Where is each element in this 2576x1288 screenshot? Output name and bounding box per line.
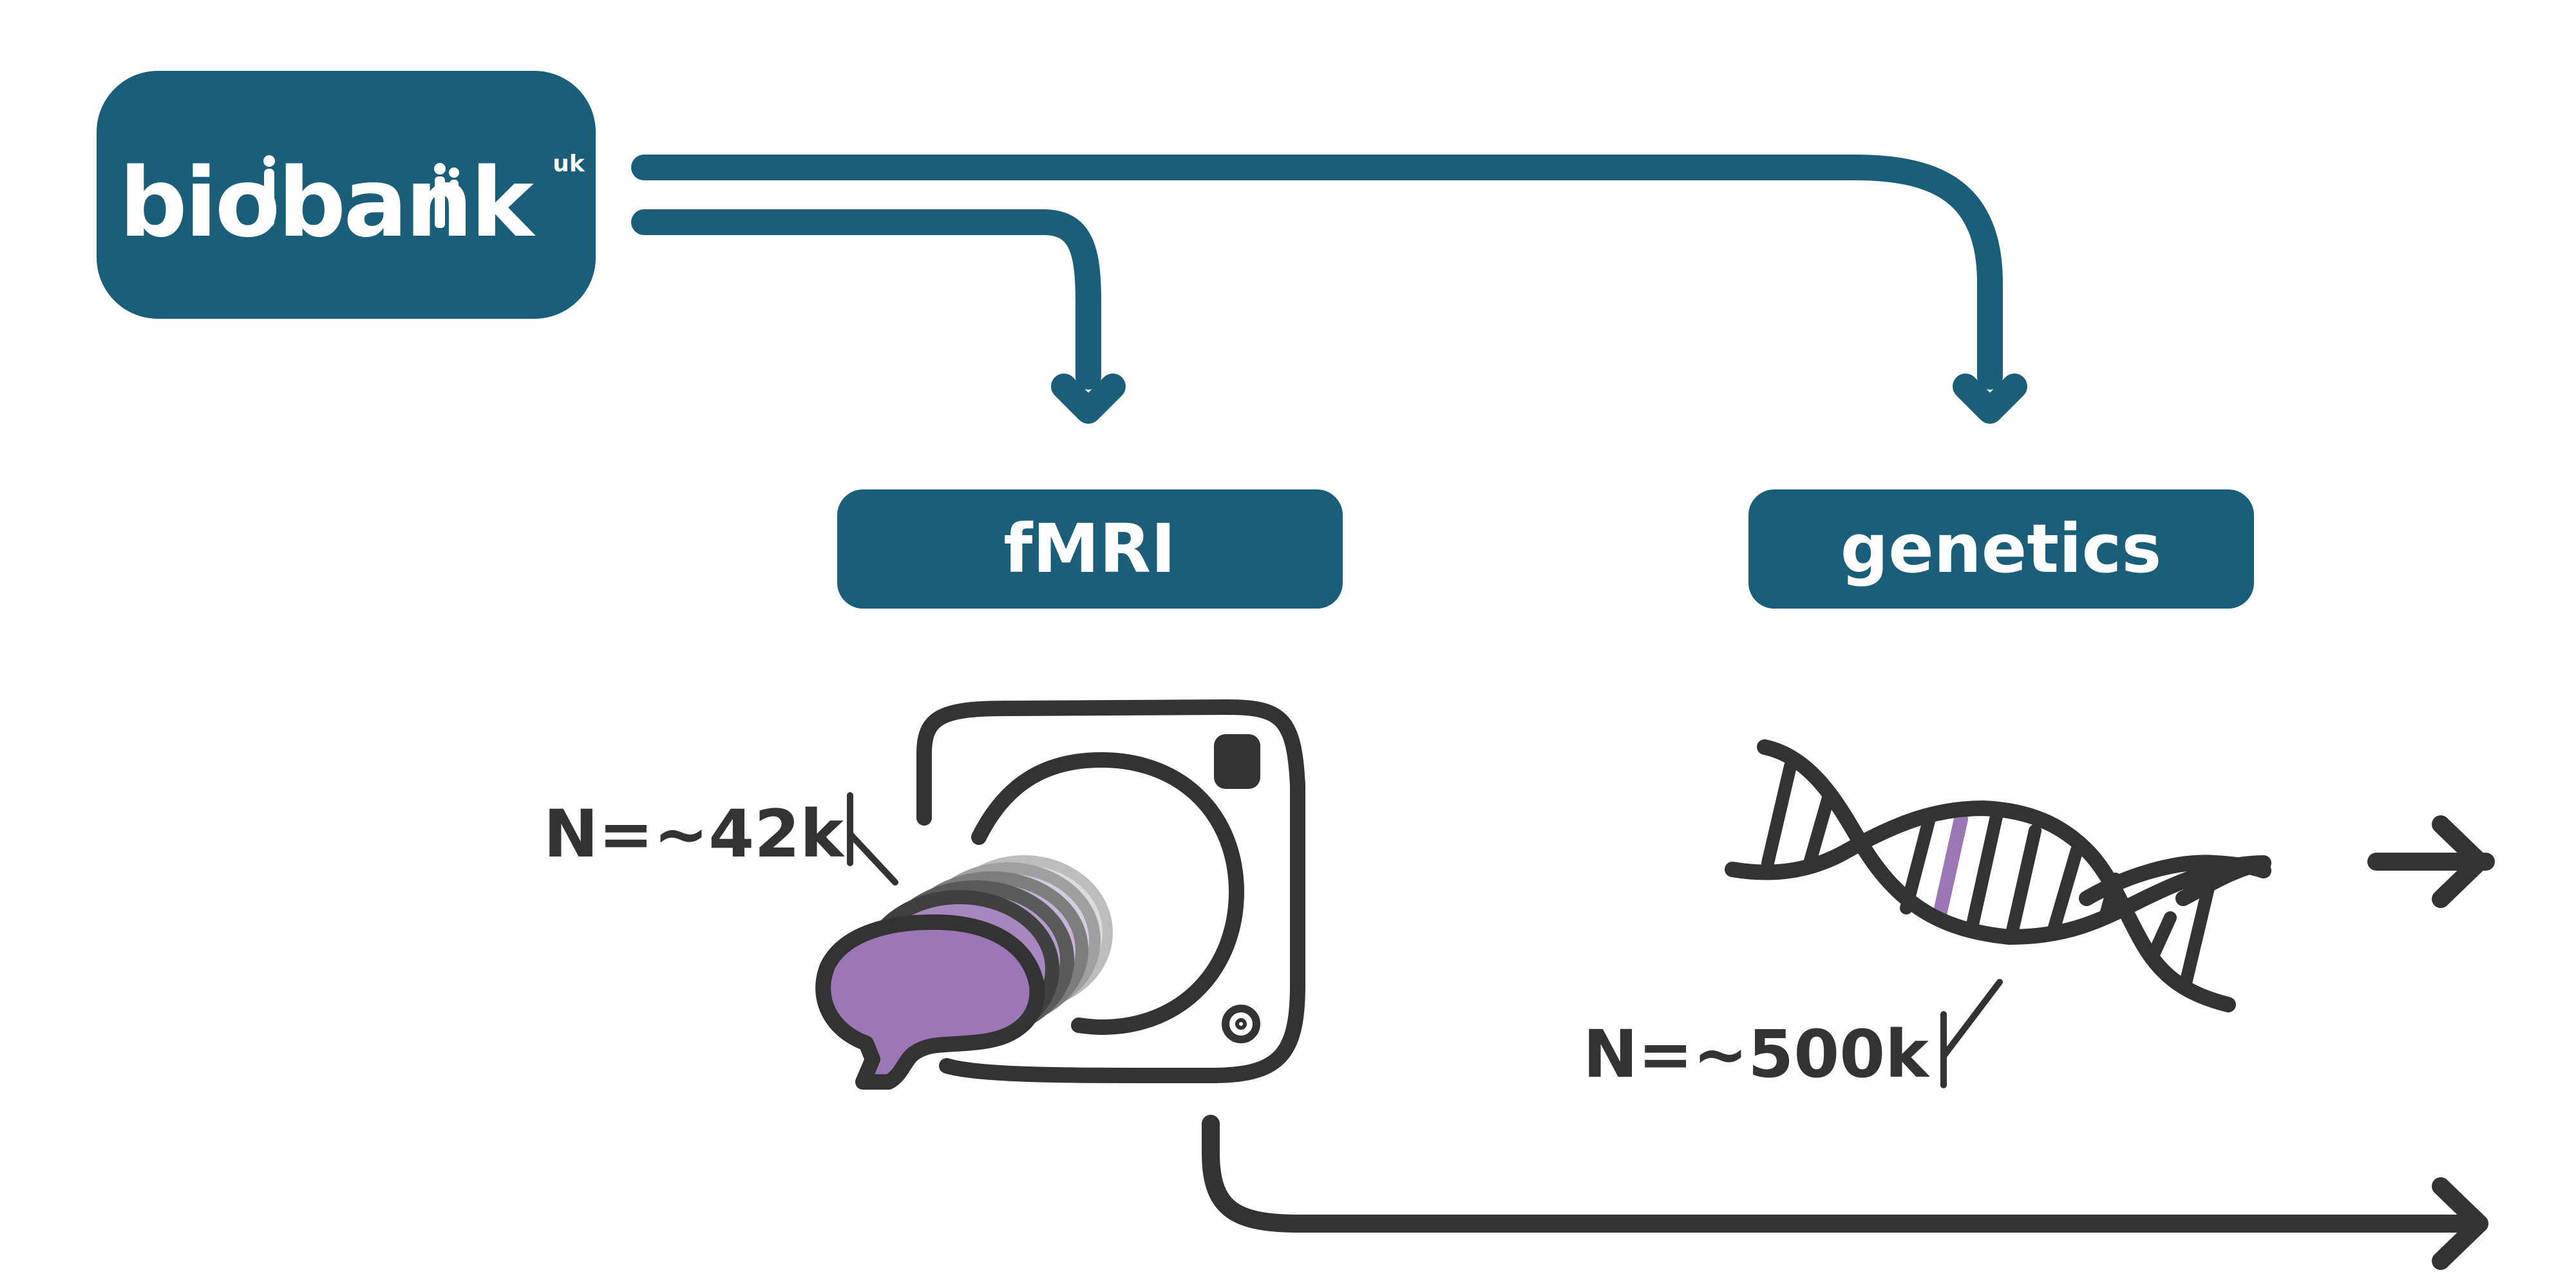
fmri-sample-size: N=~42k [544, 796, 845, 873]
arrowhead-down-genetics-icon [1953, 374, 2027, 424]
biobank-logo-text: biobank [119, 147, 536, 258]
biobank-logo-box [97, 71, 596, 319]
biobank-logo: biobank uk [97, 71, 596, 319]
genetics-label: genetics [1841, 509, 2161, 588]
genetics-sample-marker [1940, 979, 2003, 1088]
speech-bubble-stack-icon [815, 855, 1113, 1090]
fmri-sample-marker [847, 792, 898, 886]
genetics-box: genetics [1748, 489, 2254, 609]
fmri-box-bg [837, 489, 1343, 609]
genetics-box-bg [1748, 489, 2254, 609]
connector-to-fmri [631, 209, 1101, 390]
people-silhouettes-icon [130, 155, 459, 228]
fmri-label: fMRI [1003, 509, 1176, 588]
mri-scanner-icon [916, 699, 1305, 1083]
speech-bubble-icon [815, 914, 1045, 1090]
fmri-box: fMRI [837, 489, 1343, 609]
biobank-logo-superscript: uk [553, 151, 585, 177]
arrowhead-down-fmri-icon [1051, 374, 1126, 424]
arrow-right-genetics-icon [2367, 815, 2495, 908]
dna-highlight-rung [1933, 812, 1968, 922]
dna-helix-icon [1725, 739, 2271, 1012]
connector-to-genetics [631, 155, 2003, 390]
genetics-sample-size: N=~500k [1583, 1016, 1930, 1093]
arrow-right-fmri-icon [1202, 1115, 2488, 1270]
